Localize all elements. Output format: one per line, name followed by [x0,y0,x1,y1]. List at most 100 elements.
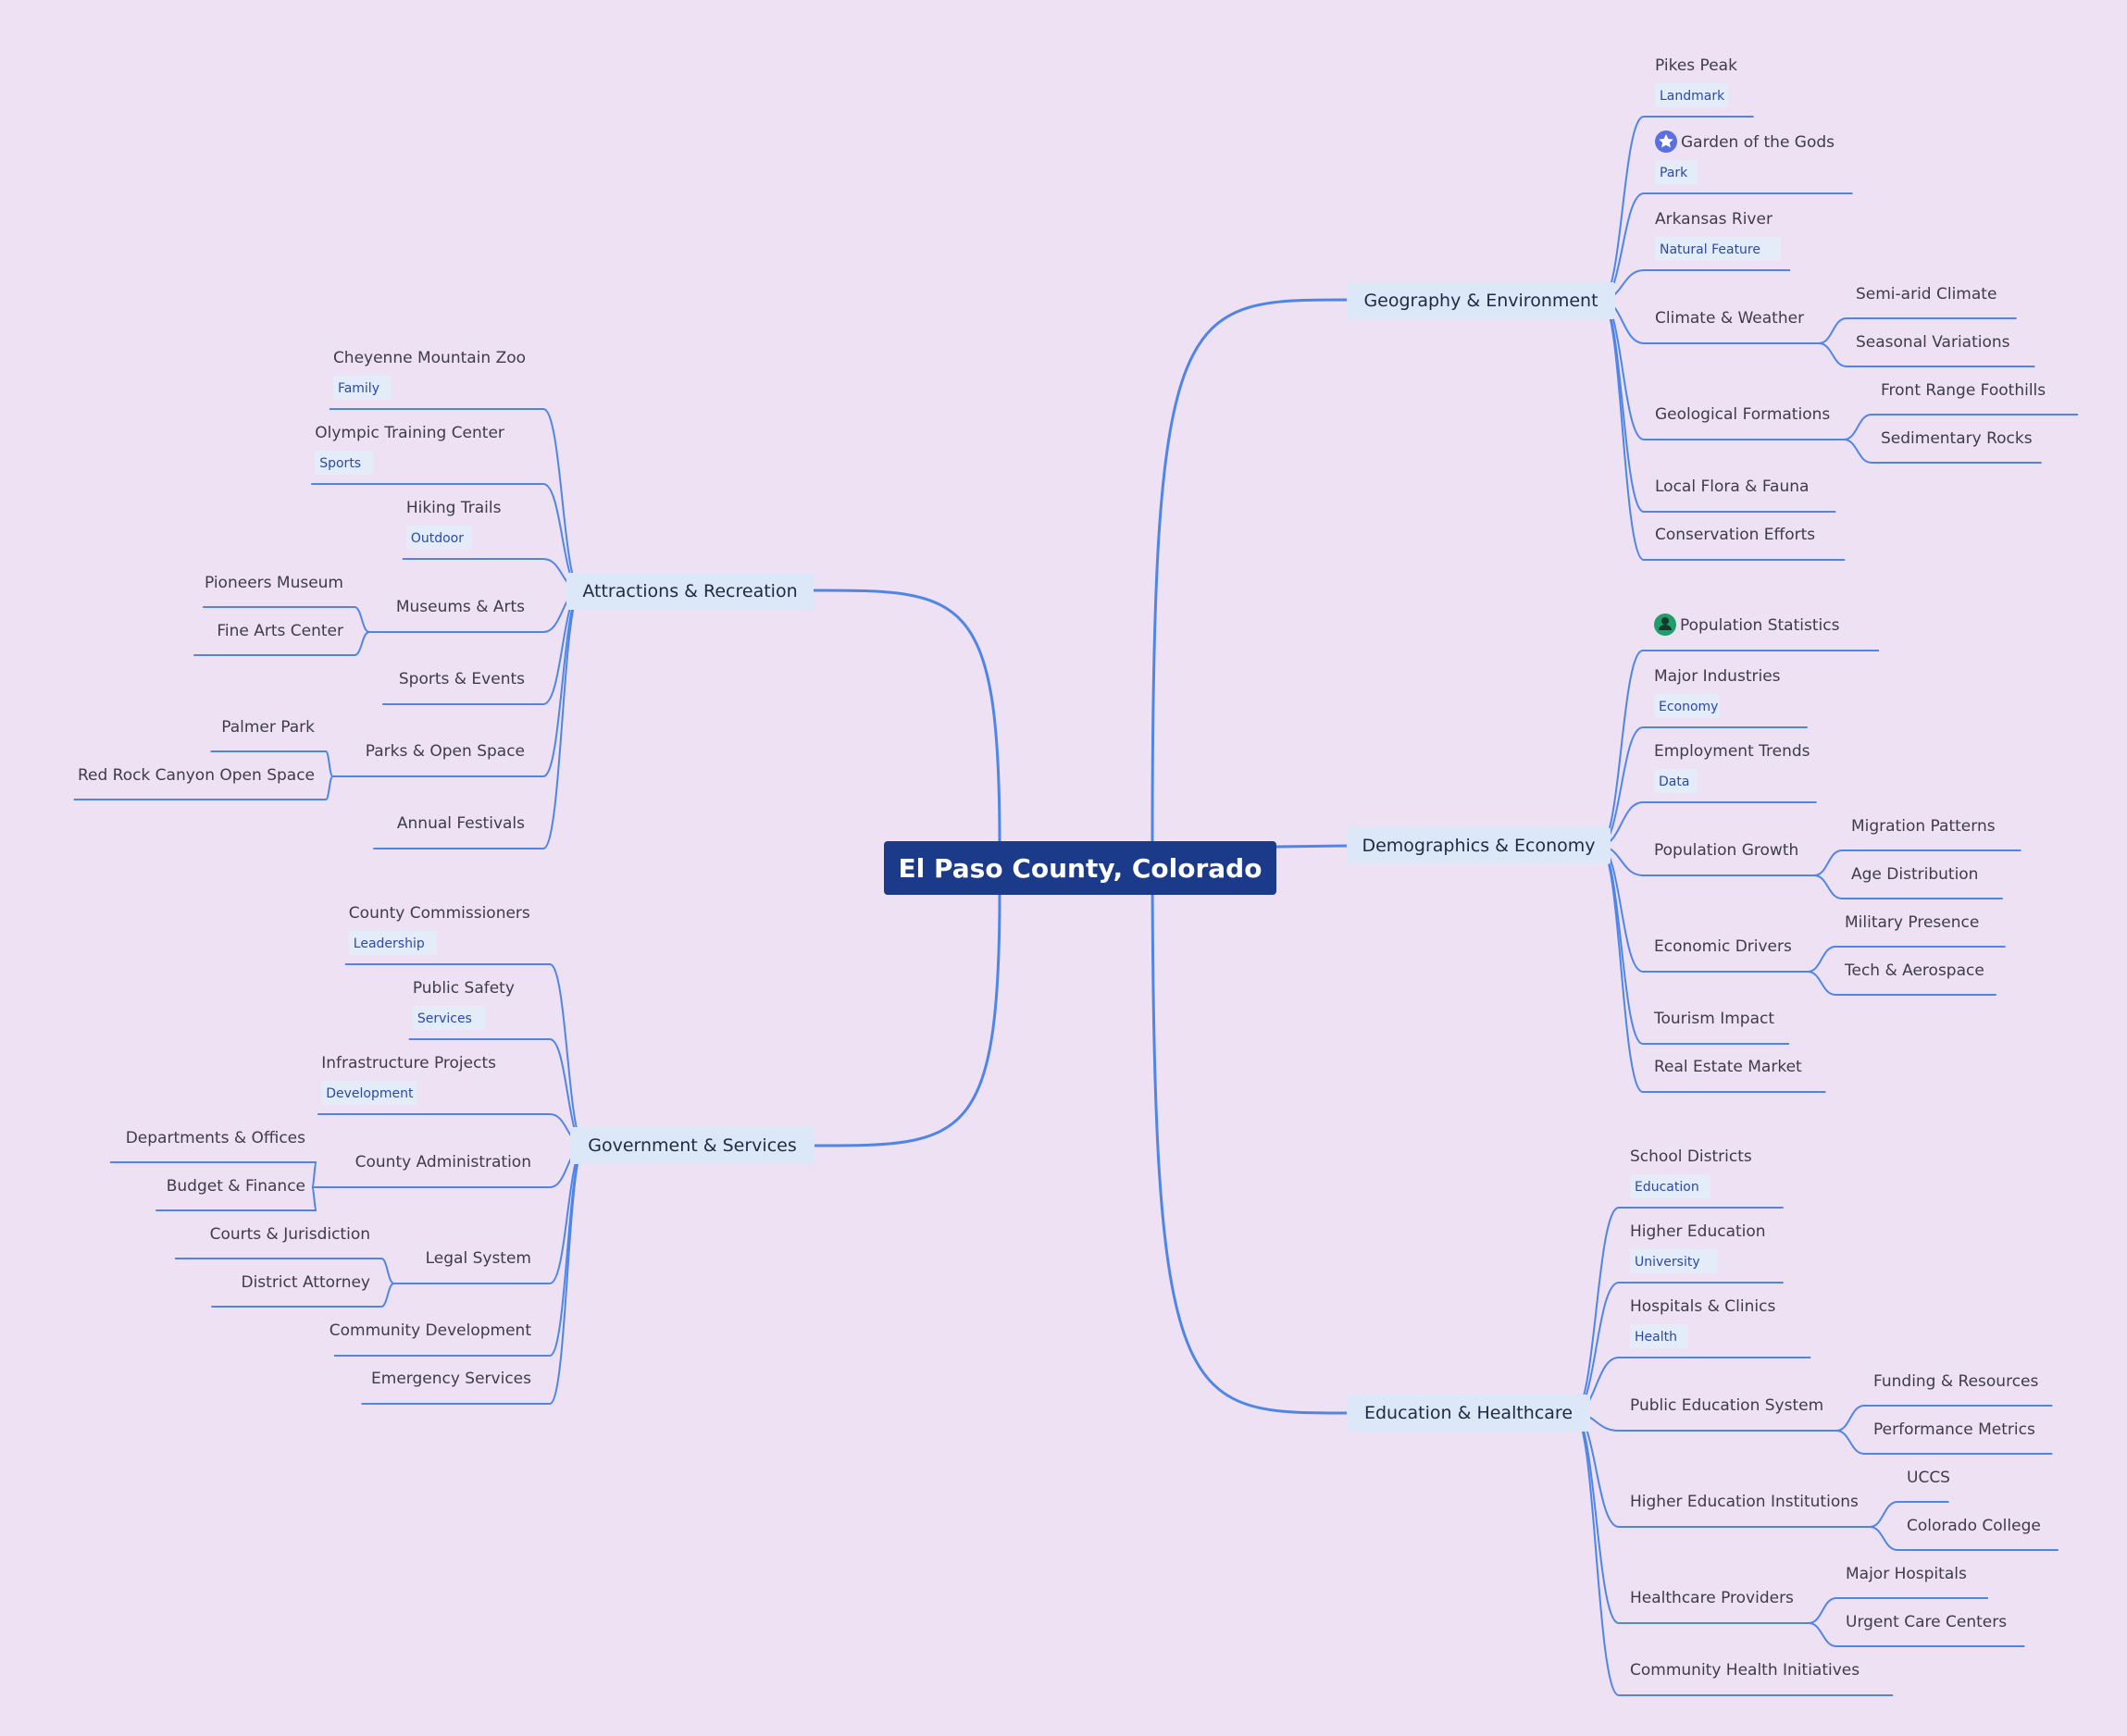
root-connector [814,892,1001,1147]
child-label: Public Safety [413,979,515,998]
grandchild-node[interactable]: UCCS [1907,1469,1950,1487]
tag-label: Family [338,381,379,396]
child-label: Community Development [330,1321,532,1340]
child-label: Hiking Trails [406,499,502,517]
child-node[interactable]: Emergency Services [371,1370,531,1388]
child-node[interactable]: Annual Festivals [397,814,525,833]
grandchild-node[interactable]: Colorado College [1907,1517,2041,1535]
grandchild-node[interactable]: Seasonal Variations [1856,333,2010,352]
child-connector [1600,299,1645,513]
child-connector [549,963,586,1147]
grandchild-node[interactable]: Funding & Resources [1873,1372,2039,1391]
grandchild-node[interactable]: Tech & Aerospace [1844,961,1984,980]
child-label: Emergency Services [371,1370,531,1388]
grandchild-node[interactable]: Red Rock Canyon Open Space [78,766,315,785]
root-node[interactable]: El Paso County, Colorado [884,841,1276,895]
grandchild-node[interactable]: Urgent Care Centers [1846,1613,2007,1631]
child-node[interactable]: Tourism Impact [1653,1010,1774,1028]
child-connector [1598,650,1644,847]
child-node[interactable]: Real Estate Market [1654,1058,1802,1076]
grandchild-node[interactable]: Budget & Finance [167,1177,305,1196]
child-node[interactable]: Geological Formations Front Range Foothil… [1655,381,2046,448]
branch-demo[interactable]: Demographics & Economy Population Statist… [1347,614,1996,1076]
child-node[interactable]: Community Development [330,1321,532,1340]
child-node[interactable]: Sports & Events [399,670,525,688]
branch-box [1347,282,1615,319]
child-label: Higher Education [1630,1222,1766,1241]
child-label: Olympic Training Center [315,424,504,442]
grandchild-connector [354,606,370,633]
grandchild-connector [1808,1622,1837,1647]
child-connector [542,589,582,849]
star-icon [1655,130,1677,153]
grandchild-node[interactable]: Semi-arid Climate [1856,285,1996,304]
grandchild-connector [1818,317,1847,344]
tag-label: Health [1635,1330,1677,1345]
child-connector [549,1145,586,1405]
grandchild-connector [325,750,334,777]
grandchild-node[interactable]: Pioneers Museum [205,574,343,592]
child-node[interactable]: Public Education System Funding & Resourc… [1630,1372,2039,1439]
child-node[interactable]: Higher Education Institutions UCCS Colorad… [1630,1469,2041,1535]
child-node[interactable]: Population Statistics [1654,614,1840,636]
grandchild-node[interactable]: Migration Patterns [1851,817,1996,836]
child-label: Real Estate Market [1654,1058,1802,1076]
grandchild-label: Colorado College [1907,1517,2041,1535]
grandchild-node[interactable]: Palmer Park [221,718,315,737]
grandchild-node[interactable]: Courts & Jurisdiction [210,1225,370,1244]
tag-badge [321,1081,417,1105]
grandchild-node[interactable]: Front Range Foothills [1881,381,2046,400]
child-label: Higher Education Institutions [1630,1493,1859,1511]
grandchild-node[interactable]: Major Hospitals [1846,1565,1967,1583]
child-node[interactable]: Local Flora & Fauna [1655,477,1809,496]
child-connector [542,408,582,591]
child-label: Geological Formations [1655,405,1830,424]
child-connector [1600,299,1645,561]
child-connector [1573,1412,1620,1696]
grandchild-node[interactable]: Departments & Offices [126,1129,305,1147]
grandchild-node[interactable]: Sedimentary Rocks [1881,429,2033,448]
grandchild-node[interactable]: Fine Arts Center [217,622,343,640]
child-node[interactable]: Conservation Efforts [1655,526,1815,544]
grandchild-connector [1869,1526,1898,1551]
tag-label: Data [1659,775,1689,789]
branch-label: Demographics & Economy [1362,836,1595,856]
branch-box [1347,1395,1590,1432]
child-label: Public Education System [1630,1396,1823,1415]
root-connector [1275,844,1348,849]
grandchild-node[interactable]: District Attorney [241,1273,370,1292]
grandchild-label: Red Rock Canyon Open Space [78,766,315,785]
grandchild-node[interactable]: Age Distribution [1851,865,1978,884]
grandchild-node[interactable]: Performance Metrics [1873,1420,2035,1439]
child-node[interactable]: Community Health Initiatives [1630,1661,1860,1680]
tag-badge [405,526,472,550]
grandchild-connector [1843,439,1872,464]
grandchild-node[interactable]: Military Presence [1845,913,1979,932]
